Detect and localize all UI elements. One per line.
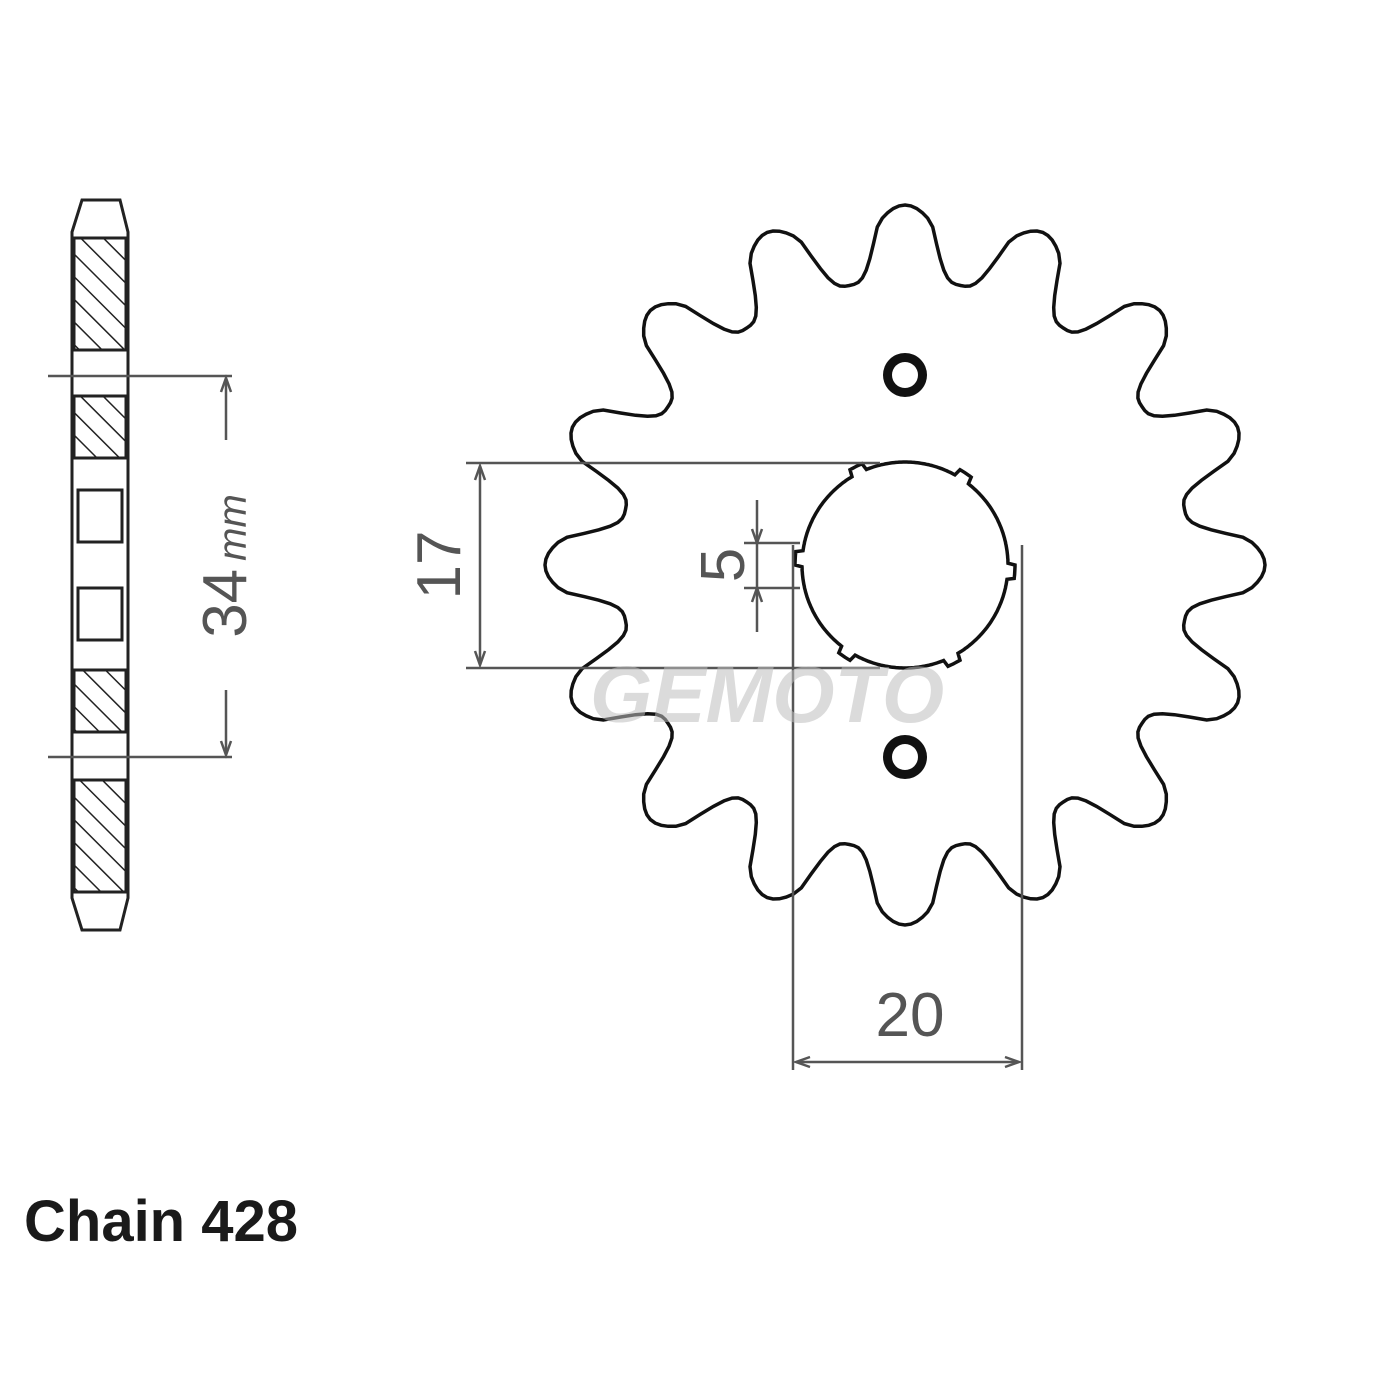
spline-bore [793, 460, 1017, 670]
dimension-34-label: 34mm [191, 494, 260, 638]
dimension-20-label: 20 [876, 981, 945, 1050]
sprocket-side-view [70, 198, 130, 932]
dimension-17-label: 17 [405, 531, 474, 600]
dimension-5 [744, 500, 800, 632]
bolt-hole-bottom [883, 735, 927, 779]
dimension-17 [466, 461, 880, 670]
watermark: GEMOTO [590, 650, 944, 739]
bolt-hole-top [883, 353, 927, 397]
dimension-5-label: 5 [689, 548, 758, 582]
dimension-20 [791, 545, 1024, 1070]
dimension-34mm [48, 374, 233, 759]
chain-size-caption: Chain 428 [24, 1189, 298, 1254]
